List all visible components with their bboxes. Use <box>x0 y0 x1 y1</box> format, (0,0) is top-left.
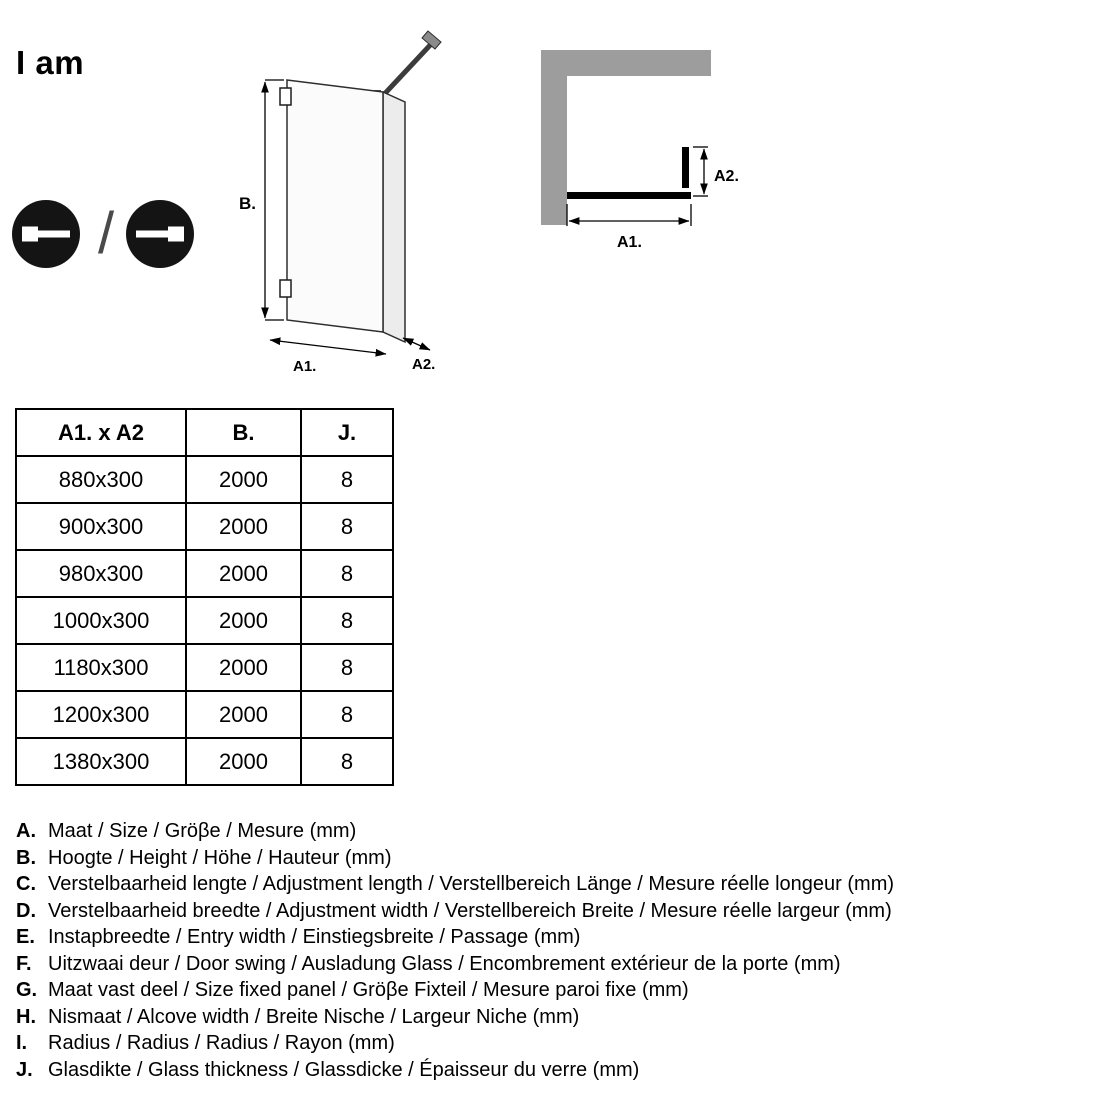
legend-key: C. <box>16 873 36 895</box>
cell-height: 2000 <box>185 596 302 645</box>
dimension-a1 <box>269 337 387 357</box>
table-row: 880x300 2000 8 <box>15 455 394 504</box>
label-depth-a2-top: A2. <box>714 168 739 185</box>
legend-item: H. Nismaat / Alcove width / Breite Nische… <box>16 1004 1114 1031</box>
label-depth-a2: A2. <box>412 356 435 373</box>
table-header-row: A1. x A2 B. J. <box>15 408 394 457</box>
legend-key: H. <box>16 1005 36 1028</box>
cell-size: 880x300 <box>15 455 187 504</box>
legend-item: F. Uitzwaai deur / Door swing / Ausladung… <box>16 951 1114 978</box>
cell-glass-thickness: 8 <box>300 549 394 598</box>
legend-text: Instapbreedte / Entry width / Einstiegsb… <box>48 926 581 948</box>
legend-key: D. <box>16 899 36 922</box>
cell-glass-thickness: 8 <box>300 596 394 645</box>
legend-text: Verstelbaarheid breedte / Adjustment wid… <box>48 899 892 922</box>
page-title: I am <box>16 44 85 81</box>
shower-panel-3d-diagram: B. A1. A2. <box>239 30 442 375</box>
label-width-a1-top: A1. <box>617 234 642 251</box>
wall-bracket-bottom-icon <box>279 279 292 298</box>
legend-key: E. <box>16 926 35 948</box>
glass-side-face <box>382 90 406 344</box>
glass-panel-line <box>567 192 691 199</box>
table-row: 1180x300 2000 8 <box>15 643 394 692</box>
legend-item: B. Hoogte / Height / Höhe / Hauteur (mm) <box>16 845 1114 872</box>
legend-key: A. <box>16 820 36 842</box>
cell-glass-thickness: 8 <box>300 455 394 504</box>
legend-text: Maat vast deel / Size fixed panel / Gröβ… <box>48 979 689 1001</box>
cell-height: 2000 <box>185 455 302 504</box>
legend-key: J. <box>16 1058 33 1081</box>
cell-size: 980x300 <box>15 549 187 598</box>
wall-shape <box>541 50 711 225</box>
cell-glass-thickness: 8 <box>300 737 394 786</box>
slash-separator: / <box>98 201 115 266</box>
legend-item: D. Verstelbaarheid breedte / Adjustment w… <box>16 898 1114 925</box>
icon-glass-bar <box>22 230 70 238</box>
panel-left-variant-icon <box>12 200 80 268</box>
table-row: 980x300 2000 8 <box>15 549 394 598</box>
cell-height: 2000 <box>185 643 302 692</box>
legend-key: I. <box>16 1032 28 1054</box>
cell-height: 2000 <box>185 690 302 739</box>
legend-text: Uitzwaai deur / Door swing / Ausladung G… <box>48 952 841 975</box>
dimension-a2 <box>402 337 431 351</box>
col-header-size: A1. x A2 <box>15 408 187 457</box>
legend-text: Glasdikte / Glass thickness / Glassdicke… <box>48 1058 640 1081</box>
dimension-a2-top <box>693 146 708 197</box>
cell-height: 2000 <box>185 502 302 551</box>
table-row: 1380x300 2000 8 <box>15 737 394 786</box>
dimension-a1-top <box>566 204 692 226</box>
cell-height: 2000 <box>185 737 302 786</box>
col-header-glass-thickness: J. <box>300 408 394 457</box>
icon-glass-bar <box>136 230 185 238</box>
legend-key: F. <box>16 952 32 975</box>
legend-text: Maat / Size / Gröβe / Mesure (mm) <box>48 820 357 842</box>
legend-item: A. Maat / Size / Gröβe / Mesure (mm) <box>16 818 1114 845</box>
legend-key: B. <box>16 846 36 869</box>
cell-glass-thickness: 8 <box>300 502 394 551</box>
legend-item: E. Instapbreedte / Entry width / Einstieg… <box>16 924 1114 951</box>
top-view-diagram: A2. A1. <box>541 50 739 251</box>
legend-item: J. Glasdikte / Glass thickness / Glassdic… <box>16 1057 1114 1084</box>
cell-size: 1180x300 <box>15 643 187 692</box>
legend-item: C. Verstelbaarheid lengte / Adjustment le… <box>16 871 1114 898</box>
table-row: 900x300 2000 8 <box>15 502 394 551</box>
panel-right-variant-icon <box>126 200 195 268</box>
label-width-a1: A1. <box>293 358 316 375</box>
cell-size: 1000x300 <box>15 596 187 645</box>
legend-item: I. Radius / Radius / Radius / Rayon (mm) <box>16 1030 1114 1057</box>
icon-wall-profile <box>22 226 38 242</box>
cell-height: 2000 <box>185 549 302 598</box>
icon-wall-profile <box>168 226 185 242</box>
return-panel-line <box>682 147 689 188</box>
cell-size: 1200x300 <box>15 690 187 739</box>
dimension-b <box>261 79 284 321</box>
glass-front-face <box>286 79 384 333</box>
legend-text: Verstelbaarheid lengte / Adjustment leng… <box>48 873 895 895</box>
col-header-height: B. <box>185 408 302 457</box>
table-row: 1200x300 2000 8 <box>15 690 394 739</box>
cell-size: 1380x300 <box>15 737 187 786</box>
cell-glass-thickness: 8 <box>300 690 394 739</box>
wall-bracket-top-icon <box>279 87 292 106</box>
legend-text: Radius / Radius / Radius / Rayon (mm) <box>48 1032 395 1054</box>
legend-item: G. Maat vast deel / Size fixed panel / Gr… <box>16 977 1114 1004</box>
cell-size: 900x300 <box>15 502 187 551</box>
cell-glass-thickness: 8 <box>300 643 394 692</box>
legend-text: Hoogte / Height / Höhe / Hauteur (mm) <box>48 846 392 869</box>
legend: A. Maat / Size / Gröβe / Mesure (mm) B. Ho… <box>16 818 1114 1083</box>
product-variant-icons: / <box>12 196 195 272</box>
table-row: 1000x300 2000 8 <box>15 596 394 645</box>
legend-text: Nismaat / Alcove width / Breite Nische /… <box>48 1005 580 1028</box>
size-table: A1. x A2 B. J. 880x300 2000 8 900x300 20… <box>15 408 394 786</box>
legend-key: G. <box>16 979 38 1001</box>
label-height-b: B. <box>239 194 256 213</box>
